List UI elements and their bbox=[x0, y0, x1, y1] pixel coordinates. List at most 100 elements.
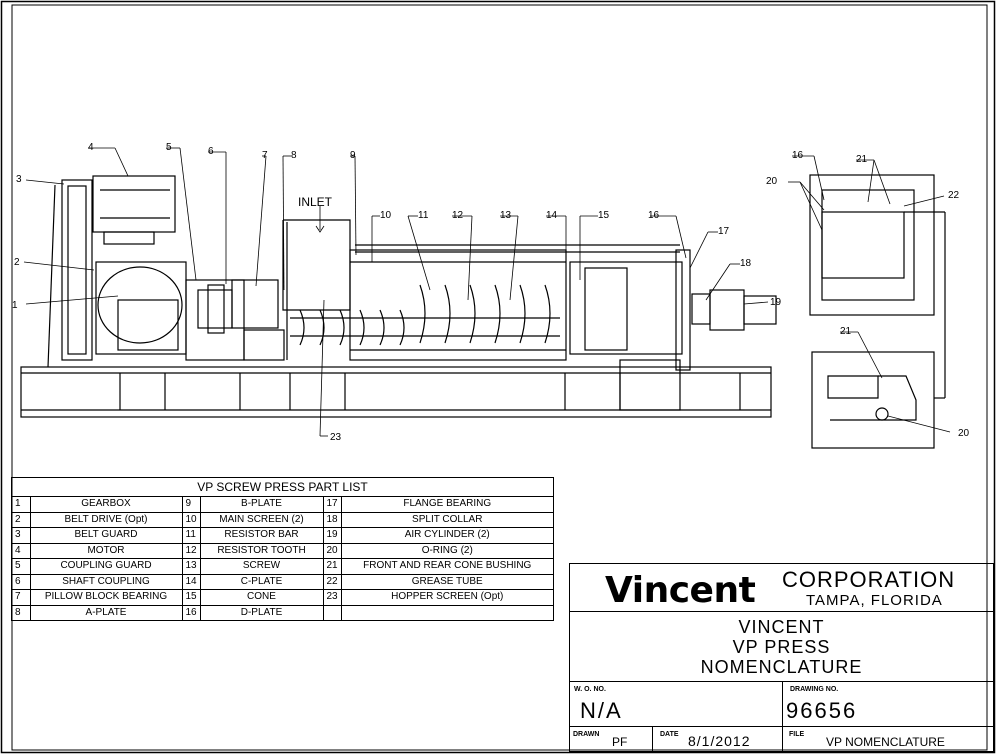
part-number: 1 bbox=[12, 497, 31, 513]
part-name: COUPLING GUARD bbox=[29, 558, 183, 575]
part-number: 8 bbox=[12, 604, 31, 620]
part-number: 23 bbox=[322, 589, 342, 606]
callout: 11 bbox=[418, 210, 429, 221]
part-name: CONE bbox=[199, 589, 324, 606]
inlet-label: INLET bbox=[298, 195, 333, 209]
part-number: 12 bbox=[181, 542, 201, 559]
part-number: 22 bbox=[322, 573, 342, 590]
part-number: 20 bbox=[322, 542, 342, 559]
part-number: 6 bbox=[12, 573, 31, 590]
part-name bbox=[340, 604, 553, 620]
title-line: VP PRESS bbox=[732, 637, 831, 657]
callout: 13 bbox=[500, 210, 512, 221]
part-name: RESISTOR BAR bbox=[199, 527, 324, 544]
part-number: 14 bbox=[181, 573, 201, 590]
inner-border bbox=[11, 4, 988, 751]
date-value: 8/1/2012 bbox=[688, 733, 751, 749]
callout: 15 bbox=[598, 210, 610, 221]
numbers-row: W. O. NO. N/A DRAWING NO. 96656 bbox=[570, 682, 993, 727]
callout: 17 bbox=[718, 226, 730, 237]
callout: 20 bbox=[766, 176, 778, 187]
part-number: 16 bbox=[181, 604, 201, 620]
file-value: VP NOMENCLATURE bbox=[826, 735, 945, 749]
callout: 21 bbox=[840, 326, 852, 337]
callout: 16 bbox=[648, 210, 660, 221]
part-name: MOTOR bbox=[29, 542, 183, 559]
part-name: MAIN SCREEN (2) bbox=[199, 511, 324, 528]
part-number: 13 bbox=[181, 558, 201, 575]
callout: 5 bbox=[166, 142, 172, 153]
part-number: 18 bbox=[322, 511, 342, 528]
drawing-no-label: DRAWING NO. bbox=[790, 686, 839, 693]
title-block: Vincent CORPORATION TAMPA, FLORIDA VINCE… bbox=[569, 563, 994, 752]
part-name: SPLIT COLLAR bbox=[340, 511, 553, 528]
drawn-value: PF bbox=[612, 735, 628, 749]
callout: 19 bbox=[770, 297, 782, 308]
company-logo: Vincent bbox=[605, 570, 756, 611]
machine bbox=[20, 174, 946, 449]
part-name: SHAFT COUPLING bbox=[29, 573, 183, 590]
callout: 22 bbox=[948, 190, 960, 201]
callout: 16 bbox=[792, 150, 804, 161]
part-number: 9 bbox=[181, 497, 201, 513]
callout: 23 bbox=[330, 432, 342, 443]
part-number: 7 bbox=[12, 589, 31, 606]
part-name: D-PLATE bbox=[199, 604, 324, 620]
callout: 8 bbox=[291, 150, 297, 161]
callout: 21 bbox=[856, 154, 868, 165]
wo-value: N/A bbox=[580, 698, 623, 723]
callout: 7 bbox=[262, 150, 268, 161]
wo-label: W. O. NO. bbox=[574, 686, 606, 693]
callout: 1 bbox=[12, 300, 18, 311]
callout: 6 bbox=[208, 146, 214, 157]
leader-lines bbox=[23, 147, 951, 437]
drawing-no-value: 96656 bbox=[786, 698, 858, 723]
part-name: BELT DRIVE (Opt) bbox=[29, 511, 183, 528]
part-name: BELT GUARD bbox=[29, 527, 183, 544]
part-name: AIR CYLINDER (2) bbox=[340, 527, 553, 544]
drawn-label: DRAWN bbox=[573, 731, 600, 738]
callout: 9 bbox=[350, 150, 356, 161]
part-name: B-PLATE bbox=[199, 497, 324, 513]
date-label: DATE bbox=[660, 731, 679, 738]
drawing-title: VINCENT VP PRESS NOMENCLATURE bbox=[570, 612, 993, 682]
callout: 2 bbox=[14, 257, 20, 268]
part-name: GREASE TUBE bbox=[340, 573, 553, 590]
part-number: 11 bbox=[181, 527, 201, 544]
part-name: FLANGE BEARING bbox=[340, 497, 553, 513]
part-name: HOPPER SCREEN (Opt) bbox=[340, 589, 553, 606]
callout-numbers: 1 2 3 4 5 6 7 8 9 10 11 12 13 14 15 16 1… bbox=[12, 142, 970, 443]
file-label: FILE bbox=[789, 731, 805, 738]
part-number: 17 bbox=[322, 497, 342, 513]
part-number: 4 bbox=[12, 542, 31, 559]
callout: 18 bbox=[740, 258, 752, 269]
part-number: 15 bbox=[181, 589, 201, 606]
part-number bbox=[322, 604, 342, 620]
part-name: A-PLATE bbox=[29, 604, 183, 620]
part-name: O-RING (2) bbox=[340, 542, 553, 559]
part-name: RESISTOR TOOTH bbox=[199, 542, 324, 559]
company-row: Vincent CORPORATION TAMPA, FLORIDA bbox=[570, 564, 993, 612]
title-line: NOMENCLATURE bbox=[700, 657, 863, 677]
part-name: PILLOW BLOCK BEARING bbox=[29, 589, 183, 606]
parts-list-title: VP SCREW PRESS PART LIST bbox=[12, 478, 553, 497]
part-number: 2 bbox=[12, 511, 31, 528]
company-location: TAMPA, FLORIDA bbox=[806, 592, 943, 609]
part-number: 5 bbox=[12, 558, 31, 575]
callout: 12 bbox=[452, 210, 464, 221]
part-number: 3 bbox=[12, 527, 31, 544]
part-number: 19 bbox=[322, 527, 342, 544]
callout: 3 bbox=[16, 174, 22, 185]
